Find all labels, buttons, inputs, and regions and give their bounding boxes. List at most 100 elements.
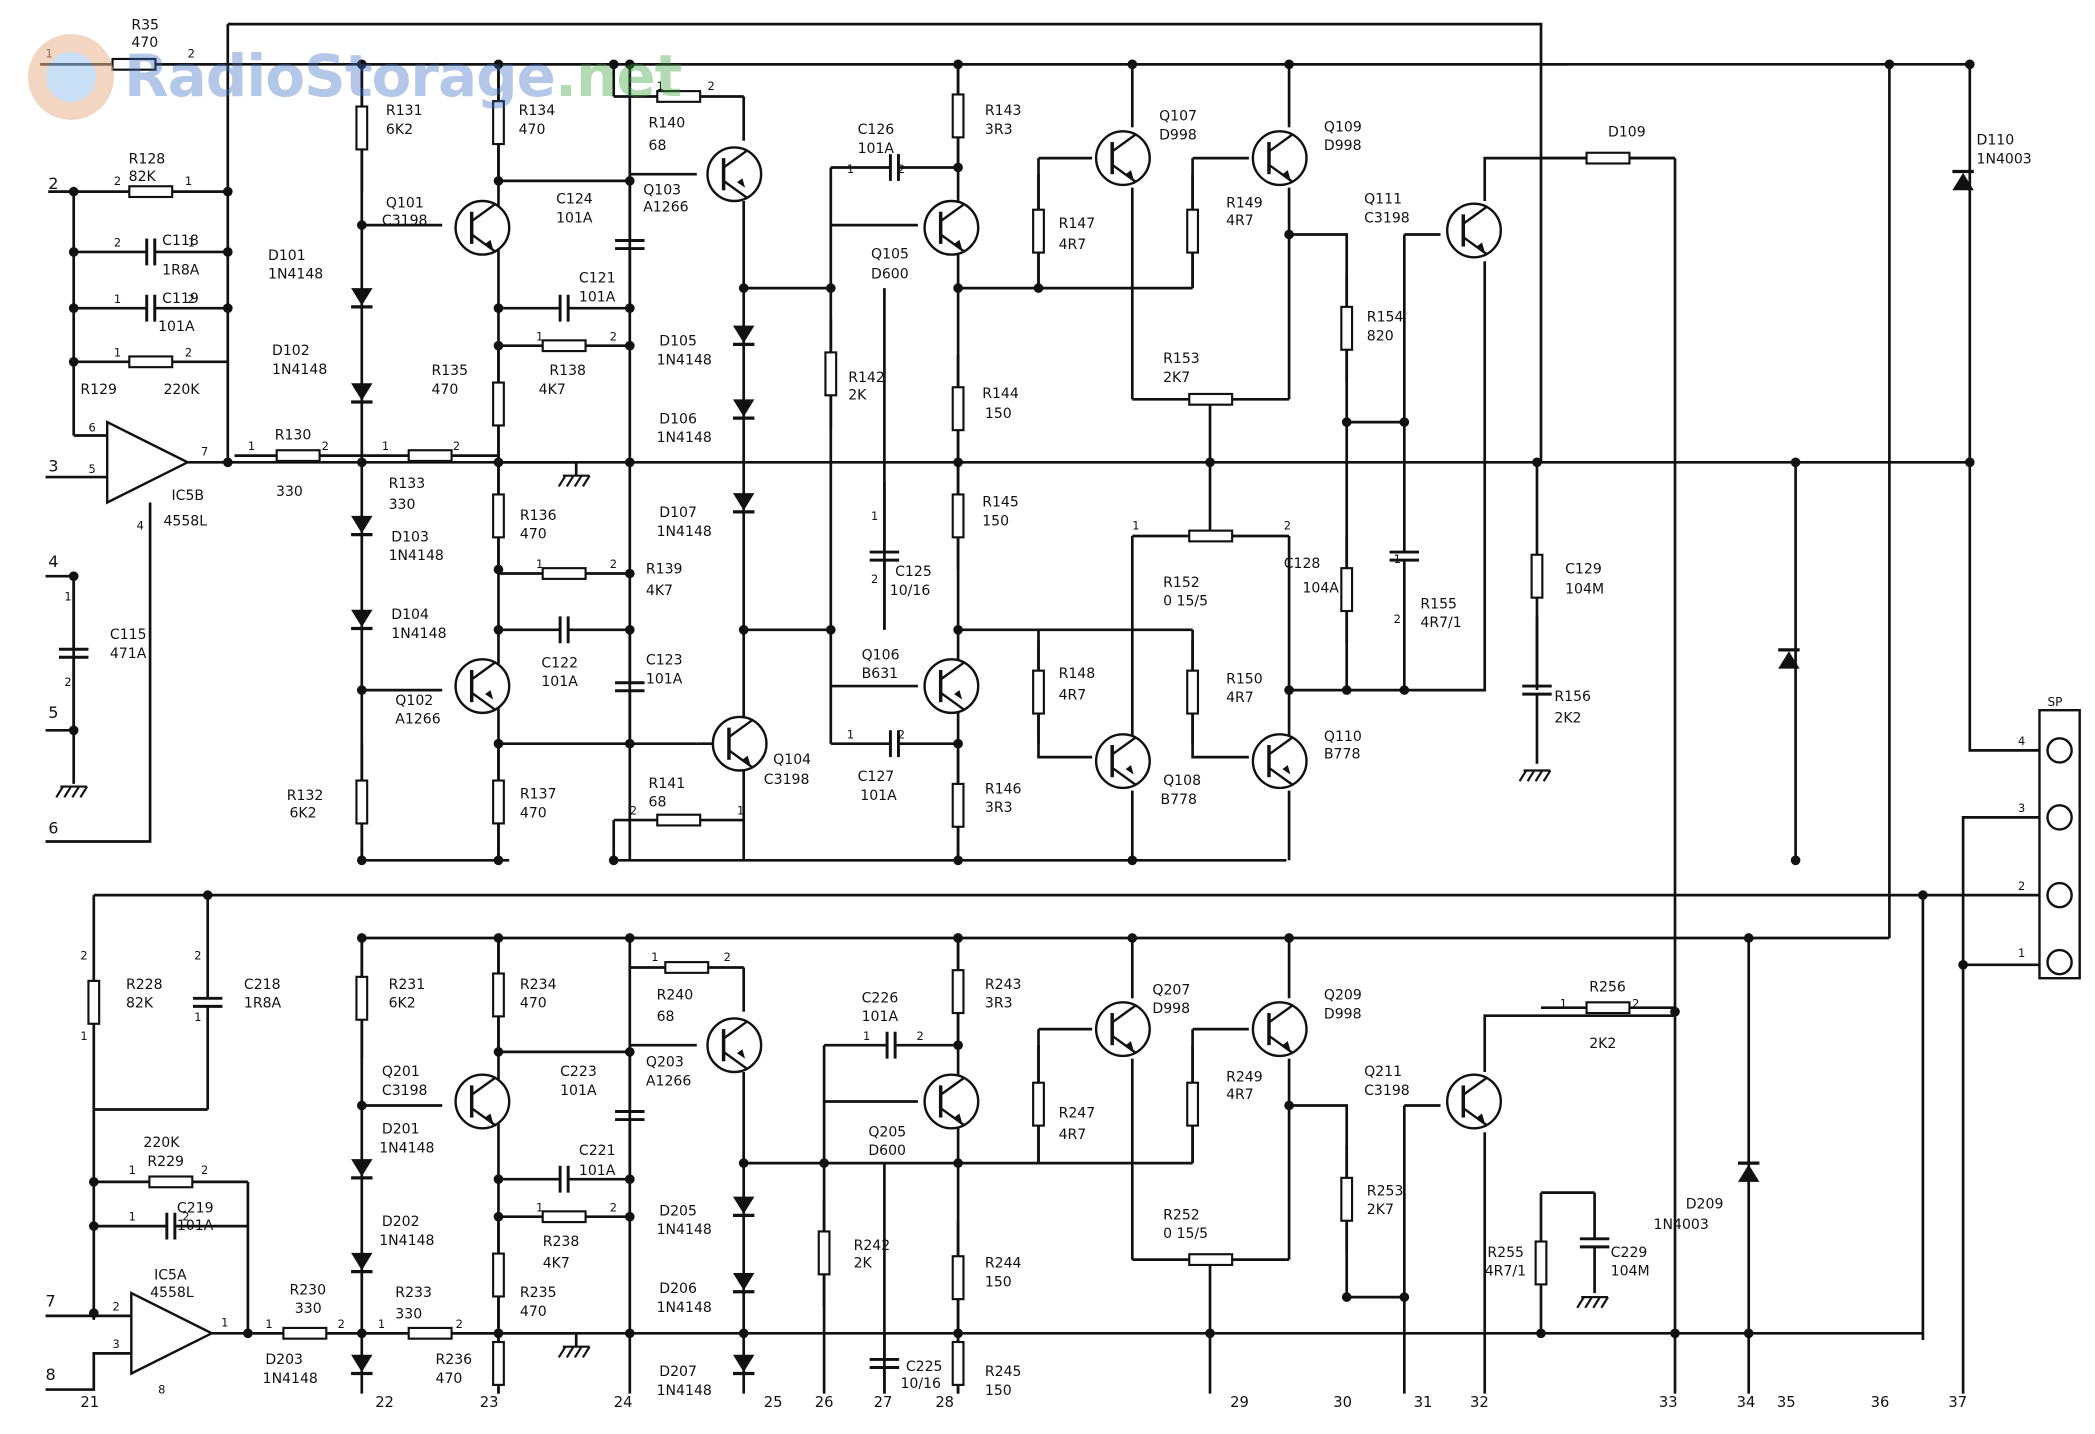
diode-D202	[351, 1252, 373, 1271]
label-R152: R153	[1163, 351, 1200, 367]
capacitor-C118	[145, 238, 157, 266]
value-R229: 220K	[143, 1135, 180, 1151]
label-Q107: Q107	[1159, 109, 1197, 125]
part-Q207: D998	[1152, 1001, 1190, 1017]
label-R135: R135	[431, 363, 468, 379]
junction-dot	[493, 933, 504, 943]
resistor-R144	[951, 386, 965, 432]
junction-dot	[624, 933, 635, 943]
junction-dot	[1790, 457, 1801, 468]
resistor-R151	[1188, 529, 1234, 543]
pin-number: 2	[188, 292, 195, 306]
capacitor-C126	[888, 154, 900, 181]
label-D101: D101	[268, 248, 306, 264]
value-R236: 470	[436, 1371, 463, 1387]
pin-number: 1	[64, 589, 71, 603]
resistor-R132	[355, 779, 369, 825]
pin-number: 1	[536, 329, 543, 343]
part-Q205: D600	[868, 1143, 906, 1159]
pin-number: 3	[2018, 801, 2025, 815]
capacitor-C127	[888, 730, 900, 758]
value-R155: 104M	[1565, 582, 1604, 598]
resistor-R146	[951, 782, 965, 828]
resistor-R150	[1186, 669, 1200, 715]
part-Q209: D998	[1324, 1006, 1362, 1022]
label-D105: D105	[659, 334, 697, 350]
part-D202: 1N4148	[379, 1233, 434, 1249]
junction-dot	[953, 457, 963, 468]
junction-dot	[1284, 933, 1294, 943]
label-D109: D110	[1977, 133, 2015, 149]
label-R142: R142	[848, 370, 885, 386]
value-R243: 3R3	[985, 996, 1013, 1012]
junction-dot	[953, 162, 963, 173]
pin-number: 2	[1394, 612, 1401, 626]
transistor-Q109	[1251, 130, 1308, 187]
transistor-leads	[1111, 1004, 1138, 1055]
part-D207: 1N4148	[657, 1383, 712, 1399]
pin-number: 7	[201, 445, 208, 459]
capacitor-C119	[145, 294, 157, 322]
transistor-arrow	[1125, 1041, 1134, 1051]
part-Q103: A1266	[643, 200, 688, 216]
label-R136: R136	[520, 508, 557, 524]
pin-number: 2	[64, 675, 71, 689]
junction-dot	[68, 303, 79, 314]
pin-number: 2	[322, 439, 329, 453]
label-R144: R144	[982, 386, 1019, 402]
pin-number: 4	[137, 518, 144, 532]
diode-D209	[1737, 1164, 1760, 1182]
transistor-leads	[1111, 133, 1138, 184]
label-C118: C118	[162, 233, 199, 249]
label-C219: C219	[177, 1201, 214, 1217]
resistor-R128	[128, 185, 174, 199]
capacitor-C123	[615, 239, 645, 251]
label-D106: D106	[659, 411, 697, 427]
label-Q102: Q102	[395, 693, 433, 709]
transistor-arrow	[742, 755, 751, 766]
transistor-arrow	[1282, 765, 1291, 775]
junction-dot	[1743, 1328, 1754, 1339]
transistor-leads	[1268, 133, 1294, 184]
label-R131: R131	[386, 103, 423, 119]
junction-dot	[624, 59, 635, 70]
part-Q203: A1266	[646, 1073, 691, 1089]
junction-dot	[1743, 933, 1754, 943]
value-C121: 101A	[579, 290, 616, 306]
label-D209: D209	[1686, 1197, 1724, 1213]
value-R132: 6K2	[289, 805, 316, 821]
pin-number: 2	[610, 329, 617, 343]
part-Q108: B778	[1160, 792, 1197, 808]
junction-dot	[1205, 457, 1215, 468]
label-R249: R249	[1226, 1069, 1263, 1085]
part-Q101: C3198	[382, 213, 428, 229]
value-R242: 2K	[854, 1256, 873, 1272]
resistor-R155	[1530, 553, 1544, 599]
terminal-8: 8	[46, 1365, 56, 1384]
label-R231: R231	[389, 977, 426, 993]
junction-dot	[738, 1328, 749, 1339]
transistor-leads	[722, 1020, 749, 1071]
transistor-arrow	[737, 1049, 746, 1059]
pin-number: 2	[898, 727, 905, 741]
junction-dot	[953, 59, 963, 70]
value-R35: 470	[131, 35, 158, 51]
label-R252: R252	[1163, 1207, 1200, 1223]
resistor-R245	[951, 1340, 965, 1386]
label-R35: R35	[131, 17, 159, 33]
pin-number: 3	[113, 1337, 120, 1351]
resistor-R136	[492, 493, 505, 539]
resistor-R253	[1340, 1176, 1354, 1222]
value-R230: 330	[295, 1301, 322, 1317]
resistor-R238	[541, 1210, 587, 1224]
transistor-leads	[1462, 1076, 1489, 1127]
pin-number: 1	[129, 1210, 136, 1224]
Q111-emitter-return	[1289, 261, 1487, 692]
terminal-4: 4	[48, 552, 58, 571]
diode-D206	[732, 1273, 755, 1291]
value-C115: 471A	[110, 646, 147, 662]
resistor-R154	[1340, 567, 1354, 613]
value-R138: 4K7	[539, 382, 566, 398]
value-R134: 470	[519, 122, 546, 138]
label-R148: R148	[1059, 666, 1096, 682]
